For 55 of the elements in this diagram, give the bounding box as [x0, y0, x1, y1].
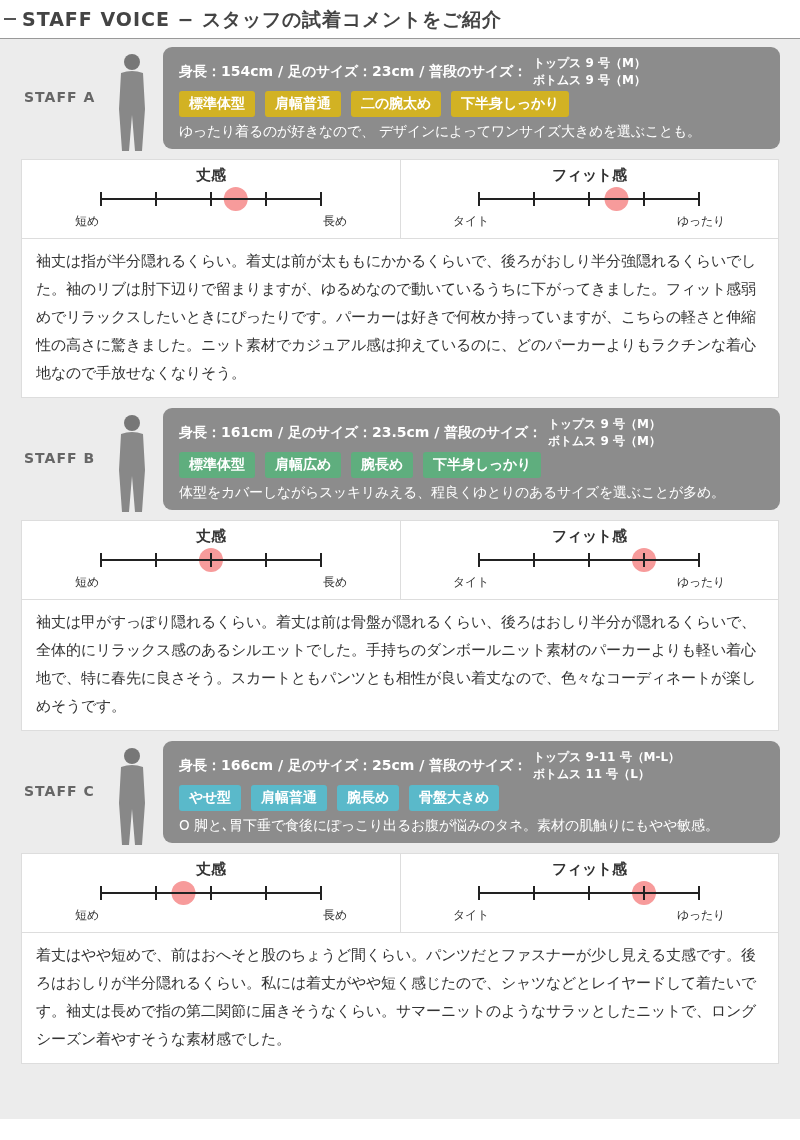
scale-label: 長め	[322, 574, 347, 591]
profile-bubble	[163, 47, 780, 149]
scale-label: 長め	[322, 907, 347, 924]
trait-tag: 下半身しっかり	[451, 91, 569, 117]
trait-tag: 腕長め	[351, 452, 413, 478]
page-title: STAFF VOICE − スタッフの試着コメントをご紹介	[22, 7, 503, 32]
trait-tag: 肩幅普通	[251, 785, 327, 811]
scale-label: 短め	[74, 213, 99, 230]
scale-label: ゆったり	[677, 213, 726, 230]
scale-label: 短め	[74, 574, 99, 591]
scale-label: 長め	[322, 213, 347, 230]
review-panel	[21, 853, 779, 1064]
rating-title: 丈感	[195, 166, 226, 185]
staff-label: STAFF A	[24, 89, 96, 105]
measurement-text: 身長：154cm / 足のサイズ：23cm / 普段のサイズ：	[179, 63, 528, 81]
staff-label: STAFF C	[24, 783, 95, 799]
trait-tag: 下半身しっかり	[423, 452, 541, 478]
trait-tag: 骨盤大きめ	[409, 785, 499, 811]
rating-title: フィット感	[551, 860, 627, 879]
profile-text: O 脚と､胃下垂で食後にぽっこり出るお腹が悩みのタネ。素材の肌触りにもやや敏感。	[179, 817, 720, 835]
profile-bubble	[163, 741, 780, 843]
size-text: ボトムス 9 号（M）	[533, 72, 646, 89]
scale-label: タイト	[453, 574, 490, 591]
rating-title: フィット感	[551, 527, 627, 546]
profile-bubble	[163, 408, 780, 510]
measurement-text: 身長：161cm / 足のサイズ：23.5cm / 普段のサイズ：	[179, 424, 543, 442]
trait-tag: 標準体型	[179, 452, 255, 478]
size-text: ボトムス 9 号（M）	[548, 433, 661, 450]
scale-label: タイト	[453, 907, 490, 924]
trait-tag: やせ型	[179, 785, 241, 811]
staff-label: STAFF B	[24, 450, 96, 466]
trait-tag: 標準体型	[179, 91, 255, 117]
size-text: トップス 9-11 号（M-L）	[533, 749, 681, 766]
rating-title: フィット感	[551, 166, 627, 185]
size-text: トップス 9 号（M）	[533, 55, 646, 72]
scale-label: ゆったり	[677, 907, 726, 924]
review-text: 袖丈は甲がすっぽり隠れるくらい。着丈は前は骨盤が隠れるくらい、後ろはおしり半分が隠れるくらいで、全体的にリラックス感のあるシルエットでした。手持ちのダンボールニット素材のパーカーよりも軽い着心地で、特に春先に良さそう。スカートともパンツとも相性が良い着丈なので、色々なコーディネートが楽しめそうです。	[35, 612, 757, 717]
rating-title: 丈感	[195, 527, 226, 546]
size-text: トップス 9 号（M）	[548, 416, 661, 433]
review-panel	[21, 159, 779, 398]
trait-tag: 二の腕太め	[351, 91, 441, 117]
size-text: ボトムス 11 号（L）	[533, 766, 651, 783]
measurement-text: 身長：166cm / 足のサイズ：25cm / 普段のサイズ：	[179, 757, 528, 775]
trait-tag: 肩幅普通	[265, 91, 341, 117]
review-panel	[21, 520, 779, 731]
rating-title: 丈感	[195, 860, 226, 879]
profile-text: ゆったり着るのが好きなので、 デザインによってワンサイズ大きめを選ぶことも。	[179, 123, 703, 141]
review-text: 着丈はやや短めで、前はおへそと股のちょうど間くらい。パンツだとファスナーが少し見える丈感です。後ろはおしりが半分隠れるくらい。私には着丈がやや短く感じたので、シャツなどとレイヤードして着たいです。袖丈は長めで指の第二関節に届きそうなくらい。サマーニットのようなサラッとしたニットで、ロングシーズン着やすそうな素材感でした。	[35, 945, 757, 1050]
profile-text: 体型をカバーしながらスッキリみえる、程良くゆとりのあるサイズを選ぶことが多め。	[179, 484, 726, 502]
trait-tag: 腕長め	[337, 785, 399, 811]
scale-label: 短め	[74, 907, 99, 924]
scale-label: タイト	[453, 213, 490, 230]
scale-label: ゆったり	[677, 574, 726, 591]
review-text: 袖丈は指が半分隠れるくらい。着丈は前が太ももにかかるくらいで、後ろがおしり半分強隠れるくらいでした。袖のリブは肘下辺りで留まりますが、ゆるめなので動いているうちに下がってきました。フィット感弱めでリラックスしたいときにぴったりです。パーカーは好きで何枚か持っていますが、こちらの軽さと伸縮性の高さに驚きました。ニット素材でカジュアル感は抑えているのに、どのパーカーよりもラクチンな着心地なので手放せなくなりそう。	[34, 251, 757, 384]
trait-tag: 肩幅広め	[265, 452, 341, 478]
